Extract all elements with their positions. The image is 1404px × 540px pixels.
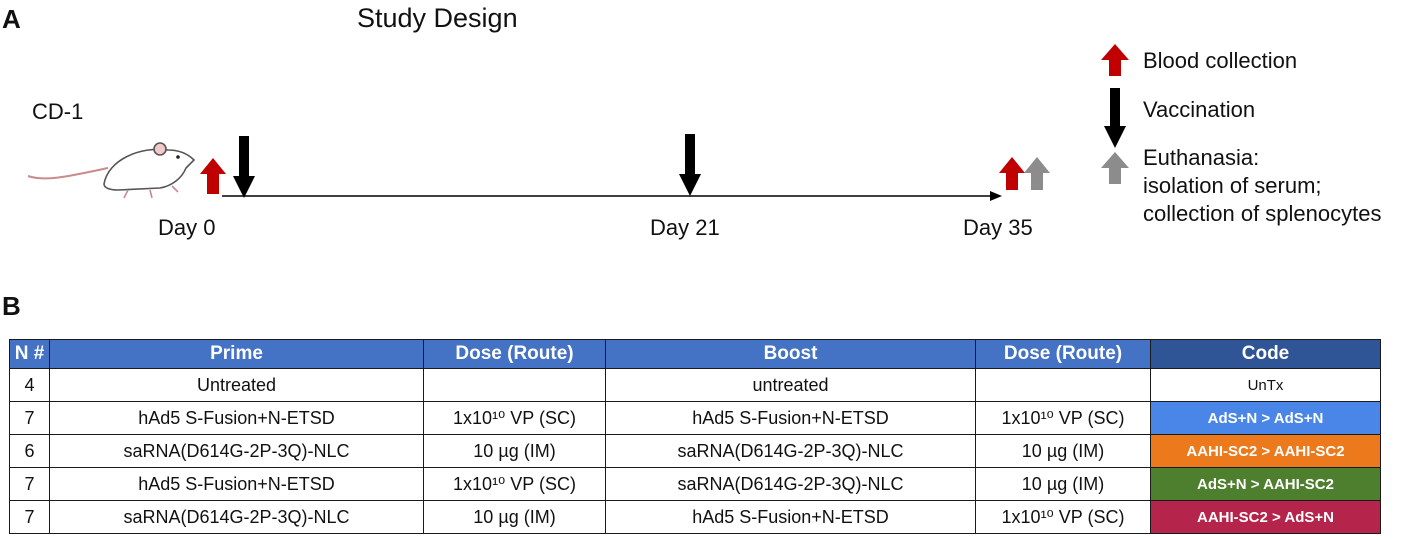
cell-prime: hAd5 S-Fusion+N-ETSD bbox=[49, 467, 424, 501]
header-n: N # bbox=[9, 339, 50, 369]
cell-code: AAHI-SC2 > AdS+N bbox=[1150, 500, 1381, 534]
study-design-title: Study Design bbox=[357, 3, 518, 33]
cell-boost-dose: 1x10¹⁰ VP (SC) bbox=[975, 401, 1151, 435]
cell-boost: saRNA(D614G-2P-3Q)-NLC bbox=[605, 434, 976, 468]
cell-prime-dose: 1x10¹⁰ VP (SC) bbox=[423, 401, 606, 435]
cell-prime: saRNA(D614G-2P-3Q)-NLC bbox=[49, 500, 424, 534]
animal-strain-label: CD-1 bbox=[32, 99, 84, 124]
study-groups-table: N # Prime Dose (Route) Boost Dose (Route… bbox=[9, 339, 1381, 534]
cell-prime-dose: 10 µg (IM) bbox=[423, 500, 606, 534]
cell-code: AdS+N > AAHI-SC2 bbox=[1150, 467, 1381, 501]
timeline-diagram bbox=[27, 44, 1129, 201]
table-header-row: N # Prime Dose (Route) Boost Dose (Route… bbox=[9, 339, 1381, 369]
cell-n: 4 bbox=[9, 368, 50, 402]
cell-n: 6 bbox=[9, 434, 50, 468]
legend-euthanasia-line3: collection of splenocytes bbox=[1143, 201, 1382, 226]
legend-euthanasia-line2: isolation of serum; bbox=[1143, 173, 1322, 198]
day0-blood-arrow bbox=[200, 158, 226, 194]
header-code: Code bbox=[1150, 339, 1381, 369]
legend-euthanasia-line1: Euthanasia: bbox=[1143, 145, 1260, 170]
cell-prime-dose bbox=[423, 368, 606, 402]
header-boost: Boost bbox=[605, 339, 976, 369]
cell-code: AAHI-SC2 > AAHI-SC2 bbox=[1150, 434, 1381, 468]
panel-b-label: B bbox=[2, 291, 21, 321]
legend-vaccination-label: Vaccination bbox=[1143, 97, 1256, 122]
timeline-arrowhead bbox=[990, 191, 1002, 201]
cell-boost-dose bbox=[975, 368, 1151, 402]
mouse-icon bbox=[27, 142, 196, 199]
cell-n: 7 bbox=[9, 401, 50, 435]
legend-euthanasia-arrow bbox=[1101, 152, 1129, 184]
day21-vaccination-arrow bbox=[679, 134, 701, 196]
cell-boost: hAd5 S-Fusion+N-ETSD bbox=[605, 500, 976, 534]
legend-blood-arrow bbox=[1101, 44, 1129, 76]
legend-blood-label: Blood collection bbox=[1143, 48, 1298, 73]
day-21-label: Day 21 bbox=[650, 215, 720, 240]
day0-vaccination-arrow bbox=[233, 136, 255, 198]
legend-vaccination-arrow bbox=[1104, 88, 1126, 148]
cell-code: AdS+N > AdS+N bbox=[1150, 401, 1381, 435]
day35-blood-arrow bbox=[999, 157, 1025, 190]
legend-euthanasia-label: Euthanasia: isolation of serum; collecti… bbox=[1143, 144, 1381, 228]
cell-boost: hAd5 S-Fusion+N-ETSD bbox=[605, 401, 976, 435]
cell-n: 7 bbox=[9, 467, 50, 501]
cell-prime-dose: 1x10¹⁰ VP (SC) bbox=[423, 467, 606, 501]
cell-code: UnTx bbox=[1150, 368, 1381, 402]
cell-prime-dose: 10 µg (IM) bbox=[423, 434, 606, 468]
cell-prime: saRNA(D614G-2P-3Q)-NLC bbox=[49, 434, 424, 468]
cell-boost: saRNA(D614G-2P-3Q)-NLC bbox=[605, 467, 976, 501]
day35-euthanasia-arrow bbox=[1024, 157, 1050, 190]
day-35-label: Day 35 bbox=[963, 215, 1033, 240]
cell-boost-dose: 10 µg (IM) bbox=[975, 467, 1151, 501]
day-0-label: Day 0 bbox=[158, 215, 216, 240]
cell-boost: untreated bbox=[605, 368, 976, 402]
cell-boost-dose: 10 µg (IM) bbox=[975, 434, 1151, 468]
cell-prime: Untreated bbox=[49, 368, 424, 402]
panel-a-label: A bbox=[2, 4, 21, 34]
cell-n: 7 bbox=[9, 500, 50, 534]
header-prime-dose: Dose (Route) bbox=[423, 339, 606, 369]
cell-prime: hAd5 S-Fusion+N-ETSD bbox=[49, 401, 424, 435]
header-prime: Prime bbox=[49, 339, 424, 369]
cell-boost-dose: 1x10¹⁰ VP (SC) bbox=[975, 500, 1151, 534]
header-boost-dose: Dose (Route) bbox=[975, 339, 1151, 369]
